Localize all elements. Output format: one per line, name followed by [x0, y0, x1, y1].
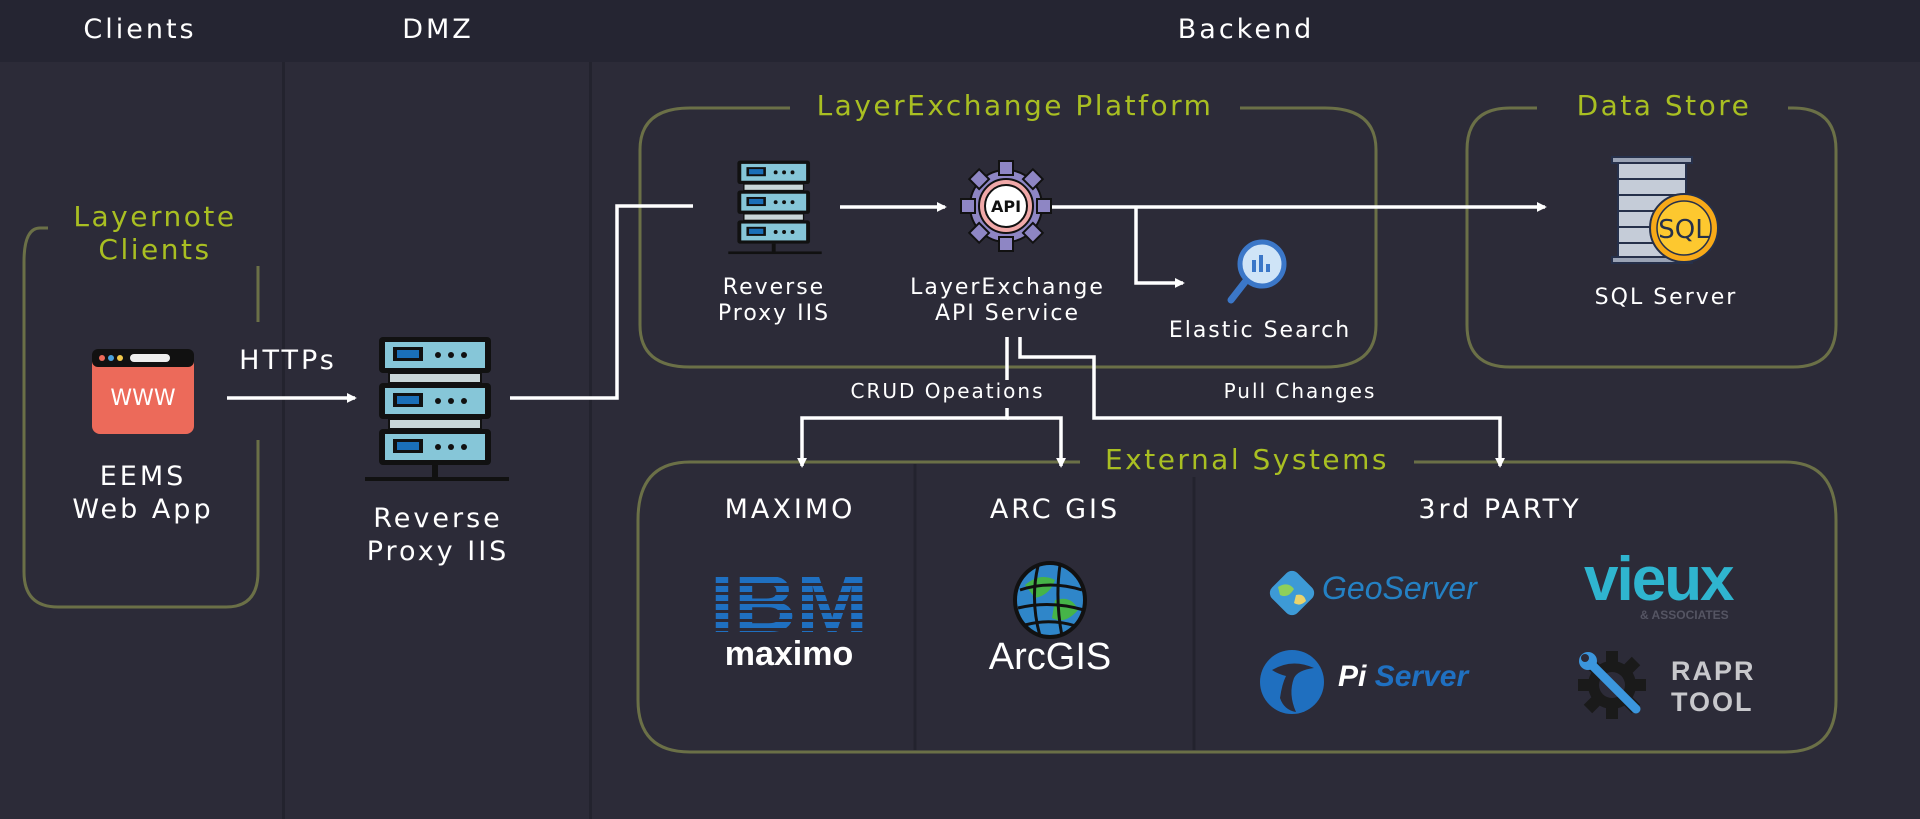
- svg-text:WWW: WWW: [110, 386, 176, 411]
- edge-dmz-to-platform: [510, 204, 693, 400]
- node-api-line1: LayerExchange: [910, 275, 1105, 300]
- rapr-line2: TOOL: [1671, 687, 1754, 717]
- node-api-line2: API Service: [934, 301, 1081, 326]
- zone-divider-clients-dmz: [282, 62, 285, 819]
- server-rack-icon-small: [727, 160, 823, 260]
- node-platform-proxy-label: Reverse Proxy IIS: [694, 275, 854, 327]
- node-elastic-label: Elastic Search: [1168, 318, 1352, 343]
- edge-label-https: HTTPs: [239, 345, 337, 376]
- geoserver-icon: [1264, 565, 1320, 625]
- node-platform-proxy-line1: Reverse: [722, 275, 826, 300]
- pi-server-icon: [1258, 648, 1326, 720]
- node-dmz-proxy-line1: Reverse: [373, 503, 503, 534]
- vieux-logo-text: vieux: [1584, 545, 1735, 614]
- node-eems-line2: Web App: [72, 494, 214, 525]
- node-sql-label: SQL Server: [1594, 285, 1738, 310]
- group-title-datastore: Data Store: [1540, 89, 1788, 123]
- svg-text:SQL: SQL: [1658, 215, 1710, 245]
- group-title-layernote-line1: Layernote: [73, 200, 237, 233]
- zone-title-clients: Clients: [83, 14, 197, 45]
- edge-label-crud: CRUD Opeations: [850, 379, 1045, 403]
- external-title-arcgis: ARC GIS: [989, 494, 1121, 525]
- zone-title-dmz: DMZ: [402, 14, 474, 45]
- group-border-datastore: [1465, 106, 1838, 369]
- edge-crud-branch: [797, 408, 1009, 468]
- node-dmz-proxy-label: Reverse Proxy IIS: [338, 502, 538, 568]
- www-browser-icon: WWW: [92, 349, 194, 438]
- pi-server-logo-text: Pi Server: [1338, 660, 1468, 694]
- group-title-external: External Systems: [1080, 443, 1414, 477]
- vieux-logo-subtext: & ASSOCIATES: [1640, 608, 1729, 622]
- group-title-layernote: Layernote Clients: [48, 200, 262, 266]
- rapr-tool-gear-wrench-icon: [1576, 649, 1648, 725]
- sql-database-icon: SQL: [1610, 155, 1722, 271]
- node-dmz-proxy-line2: Proxy IIS: [366, 536, 510, 567]
- svg-text:IBM: IBM: [710, 568, 868, 650]
- svg-text:maximo: maximo: [725, 635, 854, 668]
- node-platform-proxy-line2: Proxy IIS: [717, 301, 831, 326]
- group-title-layernote-line2: Clients: [98, 233, 212, 266]
- ibm-maximo-logo: IBM maximo: [708, 559, 870, 673]
- api-gear-icon: API: [960, 160, 1052, 256]
- zone-header-bar: [0, 0, 1920, 62]
- edge-api-to-elastic: [1134, 207, 1185, 288]
- arcgis-globe-icon: [1010, 560, 1090, 644]
- group-title-platform: LayerExchange Platform: [790, 89, 1240, 123]
- external-title-third-party: 3rd PARTY: [1418, 494, 1582, 525]
- svg-text:API: API: [991, 197, 1021, 216]
- zone-title-backend: Backend: [1177, 14, 1315, 45]
- pi-server-prefix: Pi: [1338, 660, 1367, 693]
- arcgis-logo-text: ArcGIS: [988, 636, 1112, 678]
- external-title-maximo: MAXIMO: [724, 494, 856, 525]
- rapr-tool-logo-text: RAPR TOOL: [1671, 656, 1756, 718]
- pi-server-suffix: Server: [1374, 660, 1469, 693]
- geoserver-logo-text: GeoServer: [1322, 570, 1477, 606]
- node-api-label: LayerExchange API Service: [895, 275, 1120, 327]
- node-eems-label: EEMS Web App: [44, 460, 242, 526]
- zone-divider-dmz-backend: [589, 62, 592, 819]
- node-eems-line1: EEMS: [99, 461, 187, 492]
- rapr-line1: RAPR: [1671, 656, 1756, 686]
- edge-label-pull: Pull Changes: [1223, 379, 1377, 403]
- elastic-search-icon: [1225, 238, 1293, 310]
- server-rack-icon: [363, 337, 511, 487]
- edge-pull-changes: [1018, 337, 1505, 468]
- edge-crud-branch-arcgis: [1007, 416, 1066, 468]
- group-border-external: [636, 460, 1838, 754]
